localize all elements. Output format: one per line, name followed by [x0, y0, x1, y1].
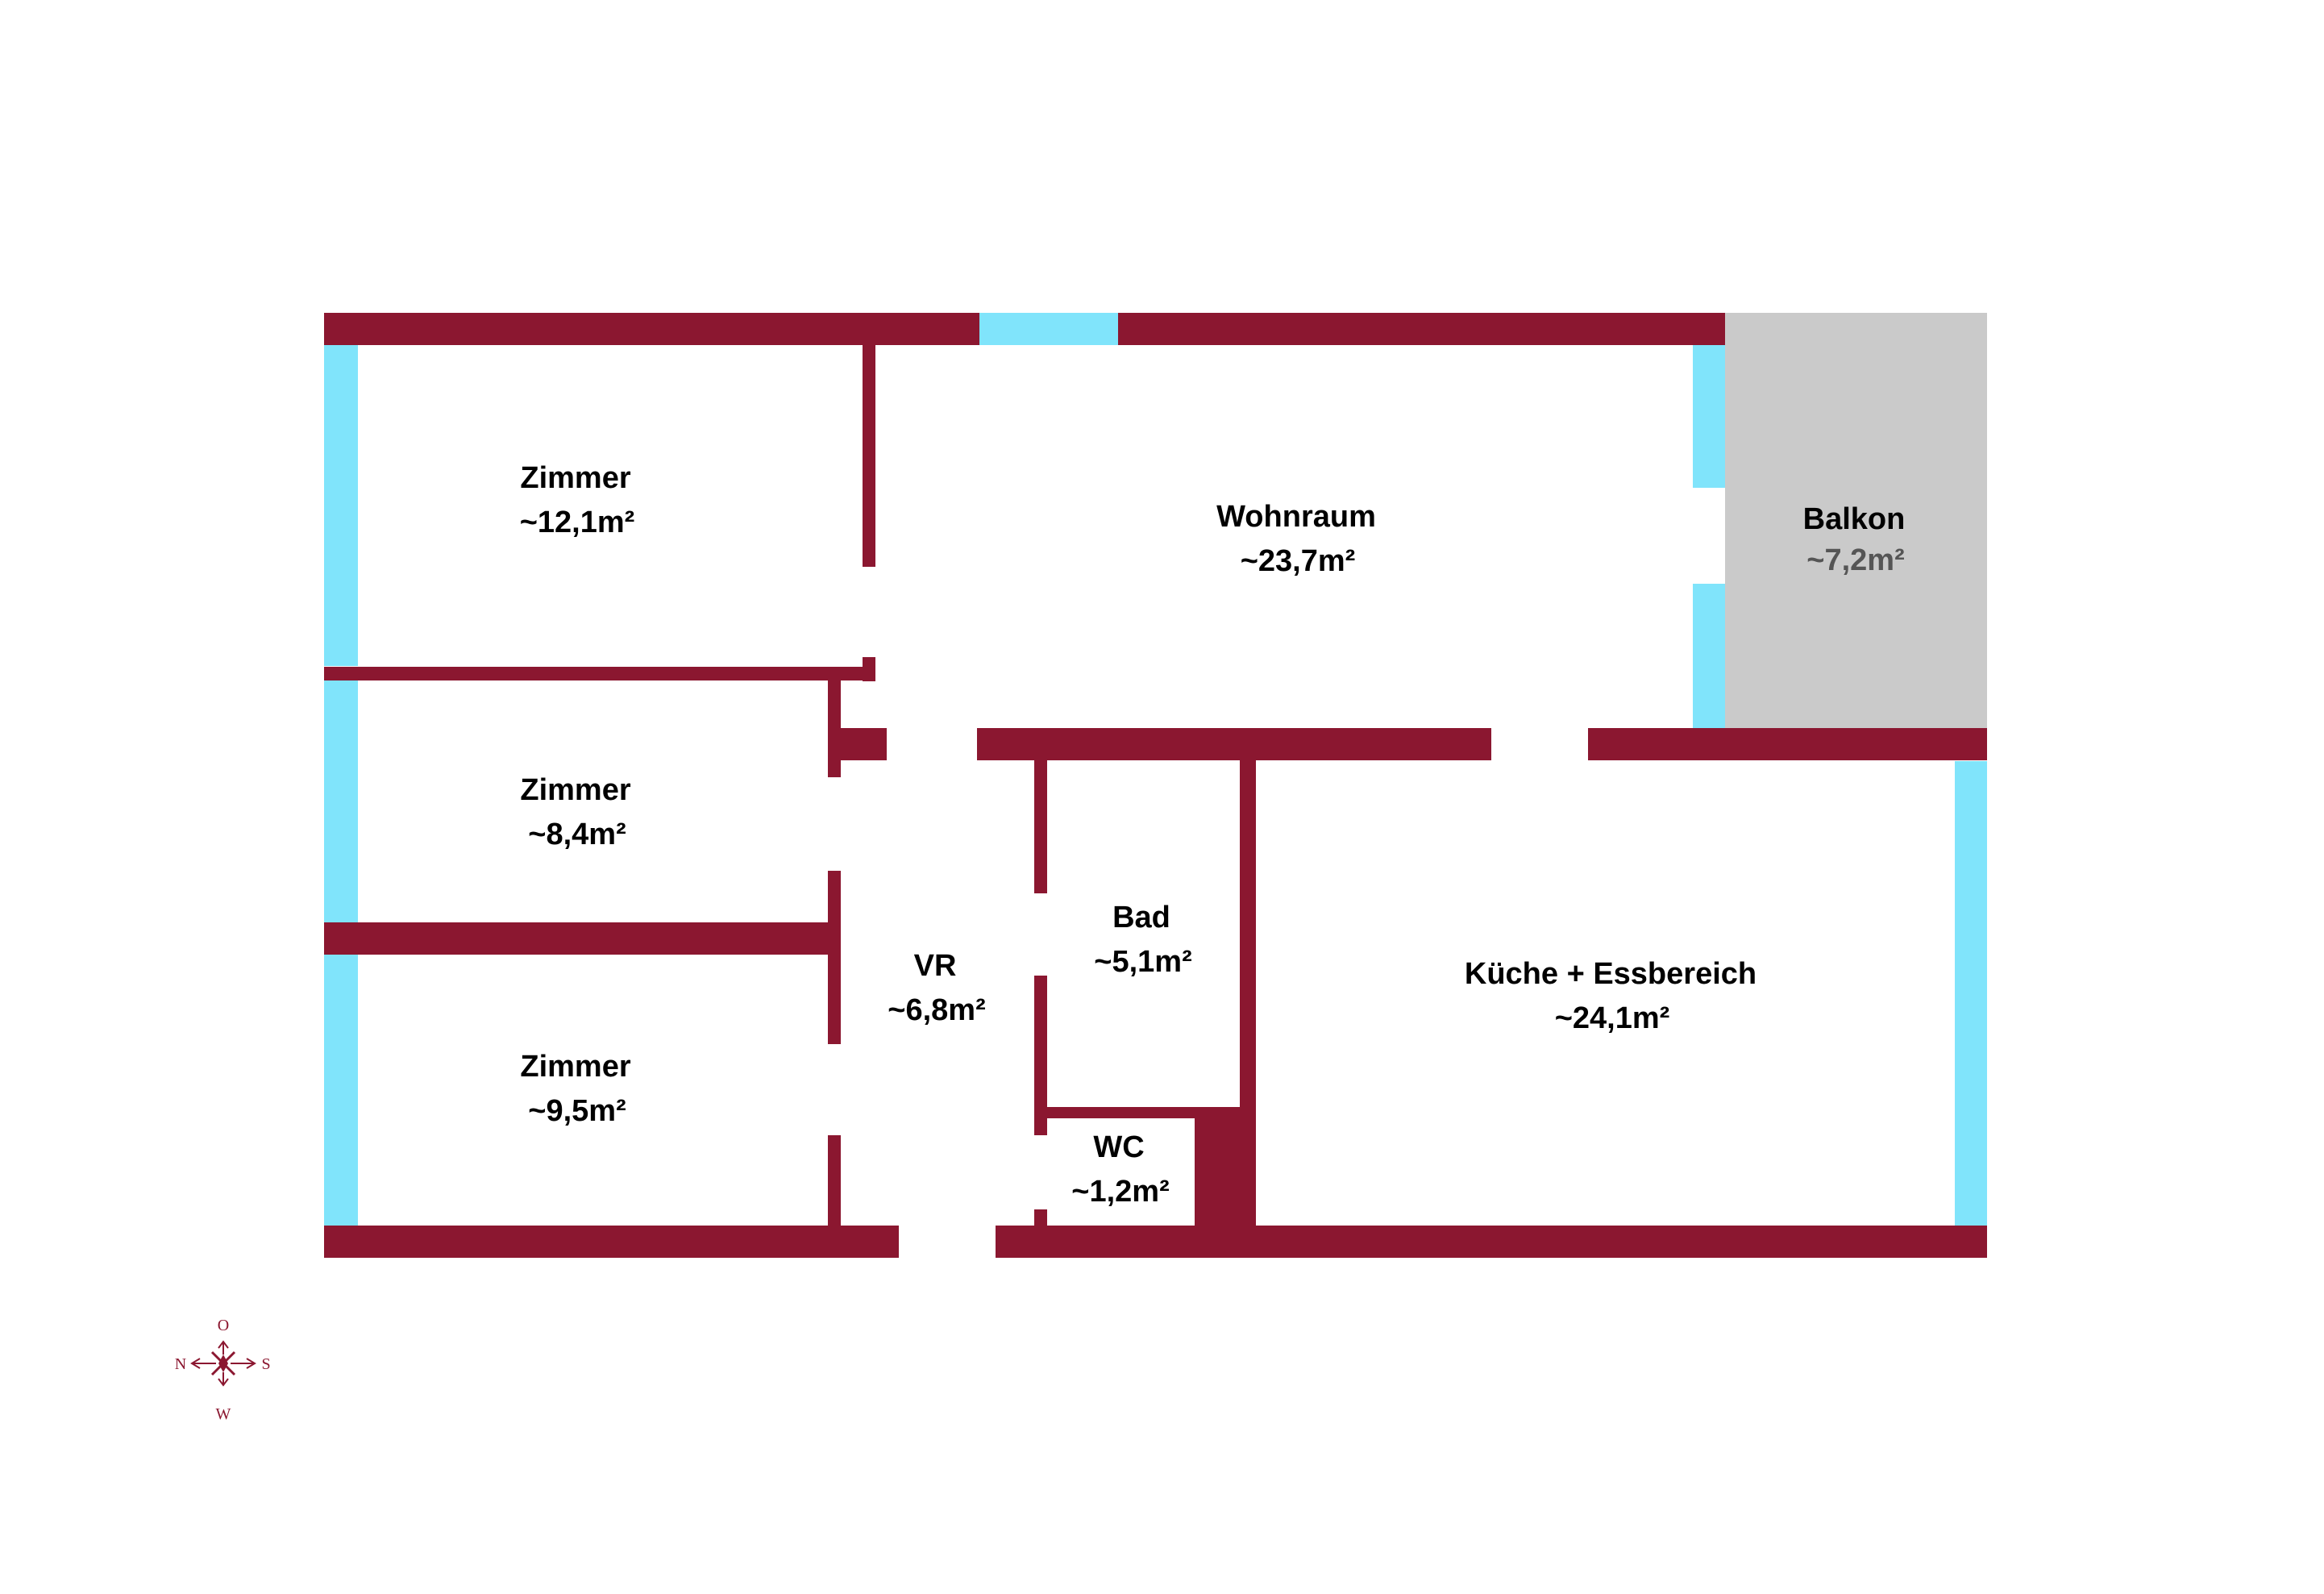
room-label-wc: WC ~1,2m² — [1071, 1130, 1169, 1209]
room-label-balkon: Balkon ~7,2m² — [1803, 502, 1909, 577]
window-left-2 — [324, 680, 358, 922]
wall-bad-left-2 — [1034, 976, 1047, 1135]
wall-vr-left-2 — [828, 871, 841, 1044]
wall-mid-1 — [977, 728, 1491, 760]
window-top — [979, 313, 1118, 345]
wall-vr-left-1 — [828, 680, 841, 777]
compass-rose: N O S W — [175, 1317, 271, 1423]
wall-mid-stub — [841, 728, 887, 760]
wall-bad-right — [1240, 760, 1256, 1107]
wall-bad-left-1 — [1034, 760, 1047, 893]
window-balcony-2 — [1693, 584, 1725, 730]
wall-wc-left — [1034, 1209, 1047, 1226]
room-label-kueche: Küche + Essbereich ~24,1m² — [1465, 957, 1760, 1035]
compass-north: N — [175, 1355, 186, 1373]
wall-zimmer2-bottom — [324, 922, 841, 955]
room-label-zimmer-2: Zimmer ~8,4m² — [520, 773, 634, 851]
compass-needle-icon — [190, 1340, 256, 1387]
wall-zimmer1-right — [863, 345, 875, 567]
wall-mid-2 — [1588, 728, 1987, 760]
balcony-area — [1725, 313, 1987, 730]
wall-bottom-2 — [996, 1226, 1987, 1258]
wall-top-1 — [324, 313, 979, 345]
compass-south: S — [261, 1355, 270, 1373]
room-label-bad: Bad ~5,1m² — [1094, 901, 1191, 979]
room-label-zimmer-3: Zimmer ~9,5m² — [520, 1050, 634, 1128]
compass-east: O — [218, 1317, 229, 1334]
wall-shaft — [1195, 1107, 1256, 1226]
room-label-zimmer-1: Zimmer ~12,1m² — [520, 461, 635, 539]
window-left-1 — [324, 345, 358, 666]
window-balcony-1 — [1693, 345, 1725, 488]
compass-west: W — [216, 1405, 231, 1423]
room-label-wohnraum: Wohnraum ~23,7m² — [1216, 500, 1379, 578]
window-right — [1955, 761, 1987, 1226]
room-label-vr: VR ~6,8m² — [888, 949, 985, 1027]
windows — [324, 313, 1987, 1226]
wall-zimmer1-bottom — [324, 667, 875, 680]
walls — [324, 313, 1987, 1258]
window-left-3 — [324, 951, 358, 1226]
wall-bottom-1 — [324, 1226, 899, 1258]
room-labels: Zimmer ~12,1m² Wohnraum ~23,7m² Balkon ~… — [520, 461, 1909, 1209]
wall-top-2 — [1118, 313, 1725, 345]
wall-vr-left-3 — [828, 1135, 841, 1226]
